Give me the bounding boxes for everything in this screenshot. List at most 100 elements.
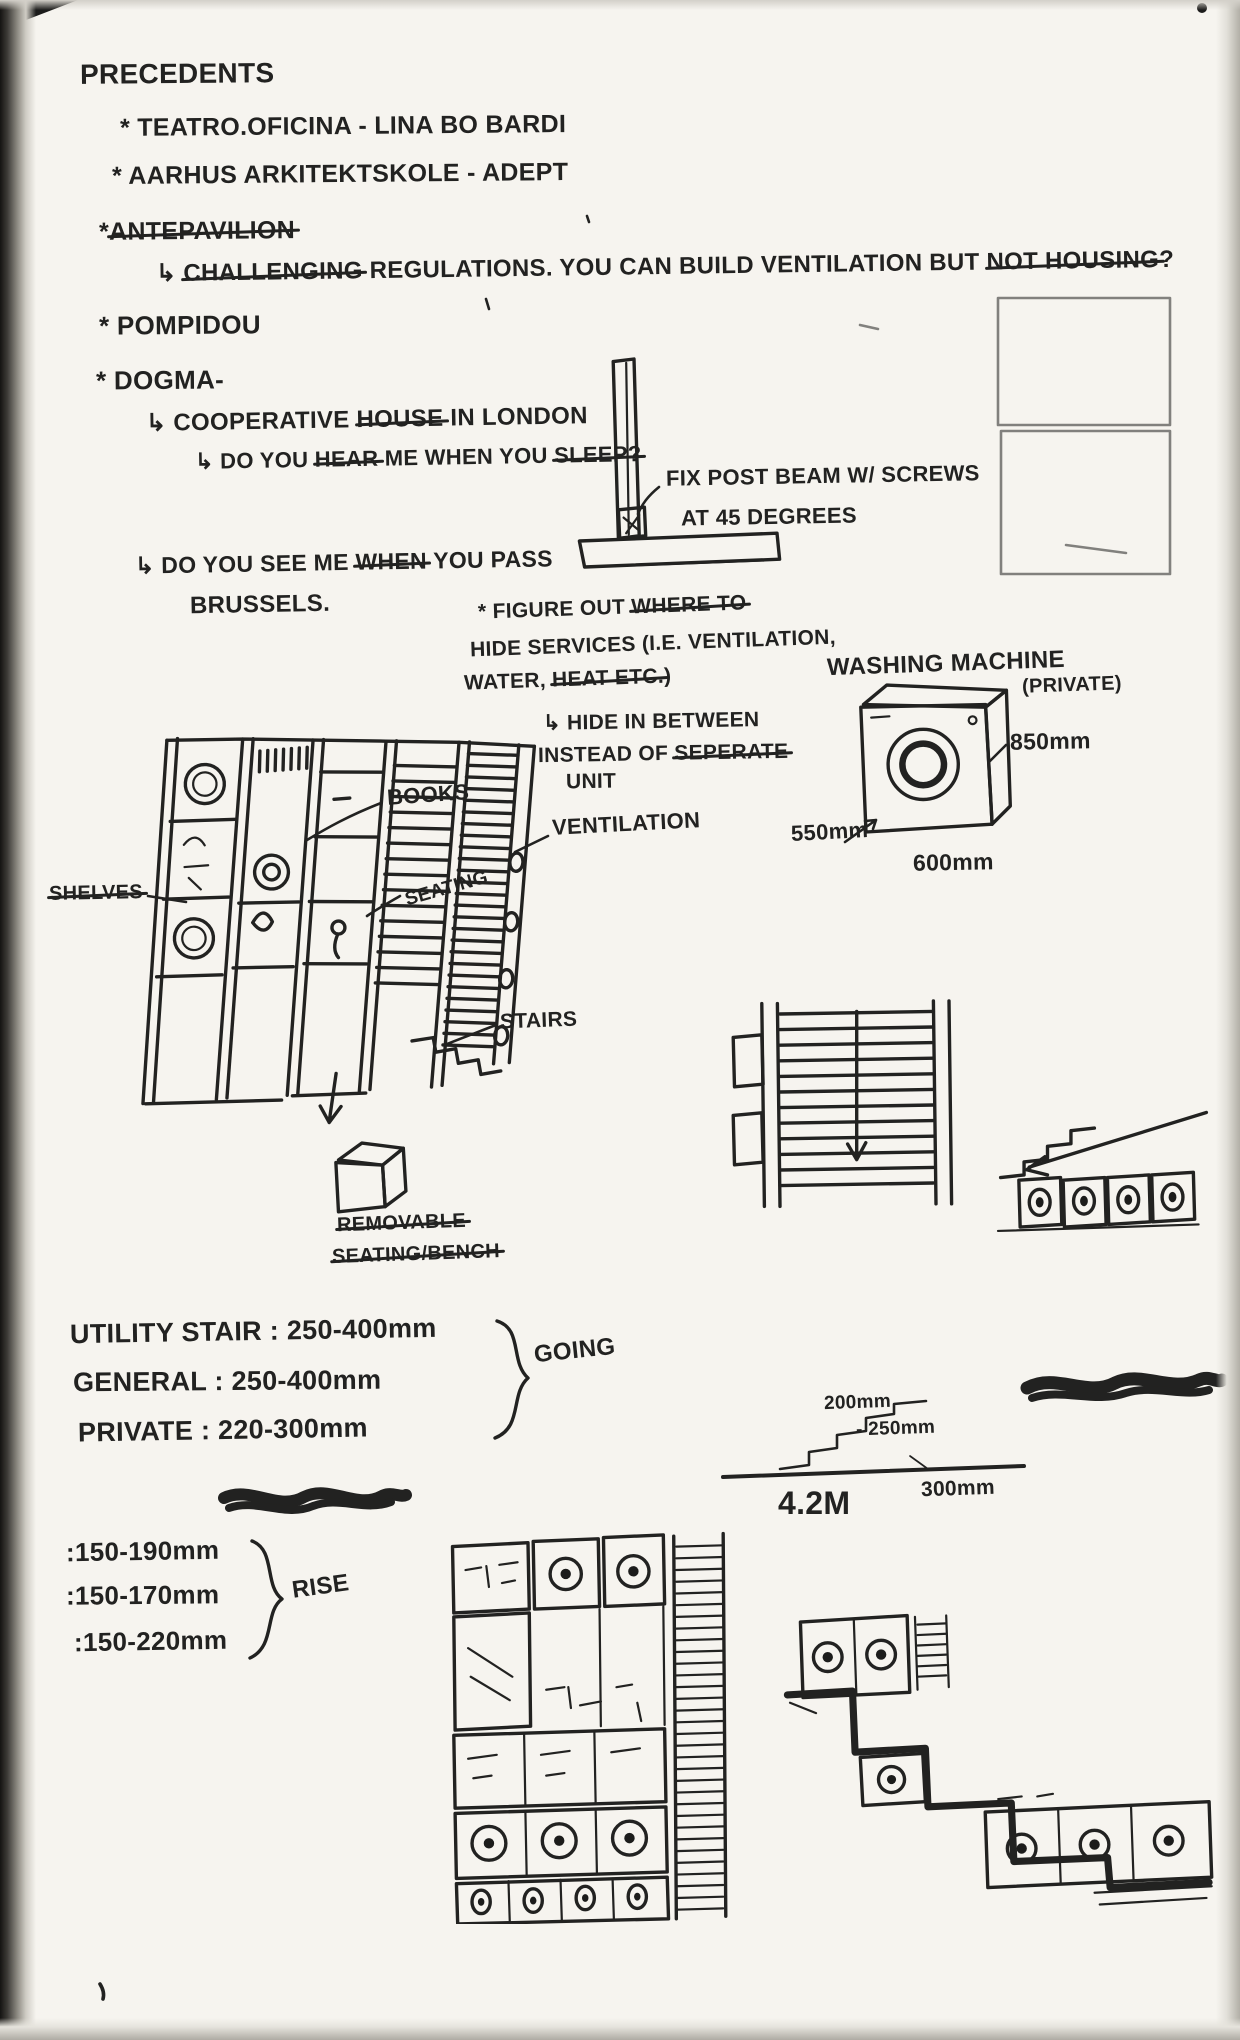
dim-arrow-550 bbox=[843, 818, 878, 844]
note-aarhus: * AARHUS ARKITEKTSKOLE - ADEPT bbox=[111, 158, 569, 190]
shelf-middle-details bbox=[231, 745, 386, 970]
note-segment: INSTEAD OF bbox=[537, 741, 675, 768]
mid-band bbox=[452, 1605, 666, 1732]
bottom-ink-mark bbox=[98, 1982, 106, 2001]
stair-steps-arrow-sketch bbox=[996, 1110, 1209, 1233]
unit-boxes bbox=[1017, 1170, 1197, 1229]
note-segment: * FIGURE OUT bbox=[477, 595, 632, 624]
note-rise-1: :150-190mm bbox=[65, 1534, 220, 1568]
note-segment: ↳ COOPERATIVE bbox=[145, 406, 357, 437]
note-45-degrees: AT 45 DEGREES bbox=[680, 502, 858, 531]
struck-word: SLEEP? bbox=[553, 441, 642, 468]
note-segment: IN LONDON bbox=[443, 402, 588, 432]
note-private-stair: PRIVATE : 220-300mm bbox=[77, 1412, 369, 1448]
note-segment: ME WHEN YOU bbox=[378, 442, 555, 471]
dim-200mm: 200mm bbox=[823, 1390, 892, 1415]
note-rise-2: :150-170mm bbox=[65, 1579, 220, 1611]
label-removable-1: REMOVABLE bbox=[337, 1210, 467, 1237]
pointer-arrow bbox=[1024, 1110, 1209, 1177]
post-beam-sketch bbox=[577, 357, 782, 569]
going-brace bbox=[493, 1319, 530, 1440]
shelf-slat-zone bbox=[373, 763, 459, 987]
shelf-bottom-edges bbox=[143, 1091, 368, 1106]
shaft-ovals bbox=[493, 851, 525, 1047]
washing-machine-privacy: (PRIVATE) bbox=[1021, 672, 1123, 698]
bleed-through-marks bbox=[858, 296, 1172, 576]
note-hide-between: ↳ HIDE IN BETWEEN bbox=[542, 708, 760, 735]
stepped-units-section-sketch bbox=[783, 1613, 1214, 1906]
struck-word: NOT HOUSING bbox=[986, 246, 1160, 276]
stair-section-tick bbox=[909, 1455, 929, 1470]
note-utility-stair: UTILITY STAIR : 250-400mm bbox=[69, 1312, 437, 1350]
mid-module bbox=[858, 1751, 928, 1808]
scribbled-out-note-left bbox=[218, 1487, 412, 1514]
note-segment: ↳ DO YOU bbox=[194, 446, 315, 474]
label-stairs: STAIRS bbox=[499, 1007, 578, 1034]
dim-300mm: 300mm bbox=[920, 1475, 996, 1502]
shelf-unit-sketch bbox=[141, 736, 537, 1125]
struck-word: ANTEPAVILION bbox=[108, 216, 296, 246]
page-title: PRECEDENTS bbox=[79, 57, 275, 90]
shelf-left-modules bbox=[154, 762, 238, 979]
note-instead-seperate: INSTEAD OF SEPERATE bbox=[538, 740, 789, 768]
struck-word: SHELVES bbox=[48, 881, 144, 905]
rise-brace bbox=[248, 1539, 284, 1660]
struck-word: REMOVABLE bbox=[336, 1209, 467, 1237]
arrow-glyph: ↳ bbox=[155, 259, 184, 288]
struck-word: WHEN bbox=[355, 547, 428, 575]
leader-fix-post bbox=[636, 485, 661, 516]
row-five bbox=[454, 1875, 671, 1924]
stair-section-baseline bbox=[721, 1464, 1026, 1479]
dim-850mm: 850mm bbox=[1009, 727, 1091, 755]
struck-word: HEAR bbox=[314, 445, 379, 472]
leader-lines bbox=[146, 485, 661, 1046]
note-teatro-oficina: * TEATRO.OFICINA - LINA BO BARDI bbox=[119, 110, 567, 142]
stair-plan-sketch bbox=[731, 999, 954, 1209]
shelf-uprights bbox=[141, 736, 537, 1106]
ink-spot-top-right bbox=[1197, 3, 1207, 13]
note-segment: YOU PASS bbox=[426, 545, 553, 574]
hatch-column bbox=[672, 1531, 728, 1921]
leader-books bbox=[305, 801, 383, 842]
struck-word: SEPERATE bbox=[674, 739, 789, 765]
washing-machine-sketch bbox=[859, 683, 1012, 834]
stepped-section-line bbox=[783, 1687, 1213, 1892]
shelf-down-arrow bbox=[318, 1071, 343, 1125]
note-brussels: BRUSSELS. bbox=[189, 589, 331, 620]
dim-4-2m: 4.2M bbox=[778, 1485, 851, 1521]
stair-section-sketch bbox=[721, 1399, 1026, 1479]
note-segment: WATER, bbox=[463, 668, 553, 695]
shelf-stairs-zigzag bbox=[410, 1035, 503, 1077]
stair-direction-arrow bbox=[845, 1009, 868, 1162]
note-pompidou: * POMPIDOU bbox=[98, 309, 262, 341]
struck-word: WHERE TO bbox=[630, 591, 747, 619]
row-three bbox=[452, 1727, 668, 1810]
bullet-star: * bbox=[98, 217, 110, 246]
stray-ink-marks bbox=[484, 214, 591, 311]
note-general-stair: GENERAL : 250-400mm bbox=[72, 1364, 382, 1398]
note-unit: UNIT bbox=[565, 769, 617, 794]
upper-cluster bbox=[798, 1613, 950, 1700]
note-antepavilion: *ANTEPAVILION bbox=[99, 216, 295, 246]
dim-550mm: 550mm bbox=[790, 816, 869, 847]
washing-dimension-marks bbox=[843, 743, 1008, 844]
leader-stairs bbox=[445, 1023, 498, 1046]
removable-bench-sketch bbox=[334, 1141, 408, 1214]
right-cluster bbox=[983, 1792, 1214, 1890]
leader-seating bbox=[365, 894, 402, 918]
dim-600mm: 600mm bbox=[912, 848, 994, 876]
corner-mark-top-left bbox=[0, 0, 78, 30]
struck-word: CHALLENGING bbox=[183, 257, 363, 287]
struck-word: HOUSE bbox=[356, 404, 444, 434]
top-row bbox=[450, 1533, 667, 1615]
note-segment: ↳ DO YOU SEE ME bbox=[134, 548, 356, 579]
scribbled-out-note-right bbox=[1020, 1371, 1229, 1402]
leader-shelves bbox=[146, 894, 188, 904]
dim-250mm: - 250mm bbox=[855, 1416, 936, 1441]
ventilation-hatch bbox=[441, 751, 520, 1049]
note-dogma: * DOGMA- bbox=[95, 364, 225, 396]
dim-tick-850 bbox=[988, 743, 1008, 763]
row-four bbox=[453, 1805, 669, 1881]
shelf-top-edge bbox=[165, 737, 537, 749]
